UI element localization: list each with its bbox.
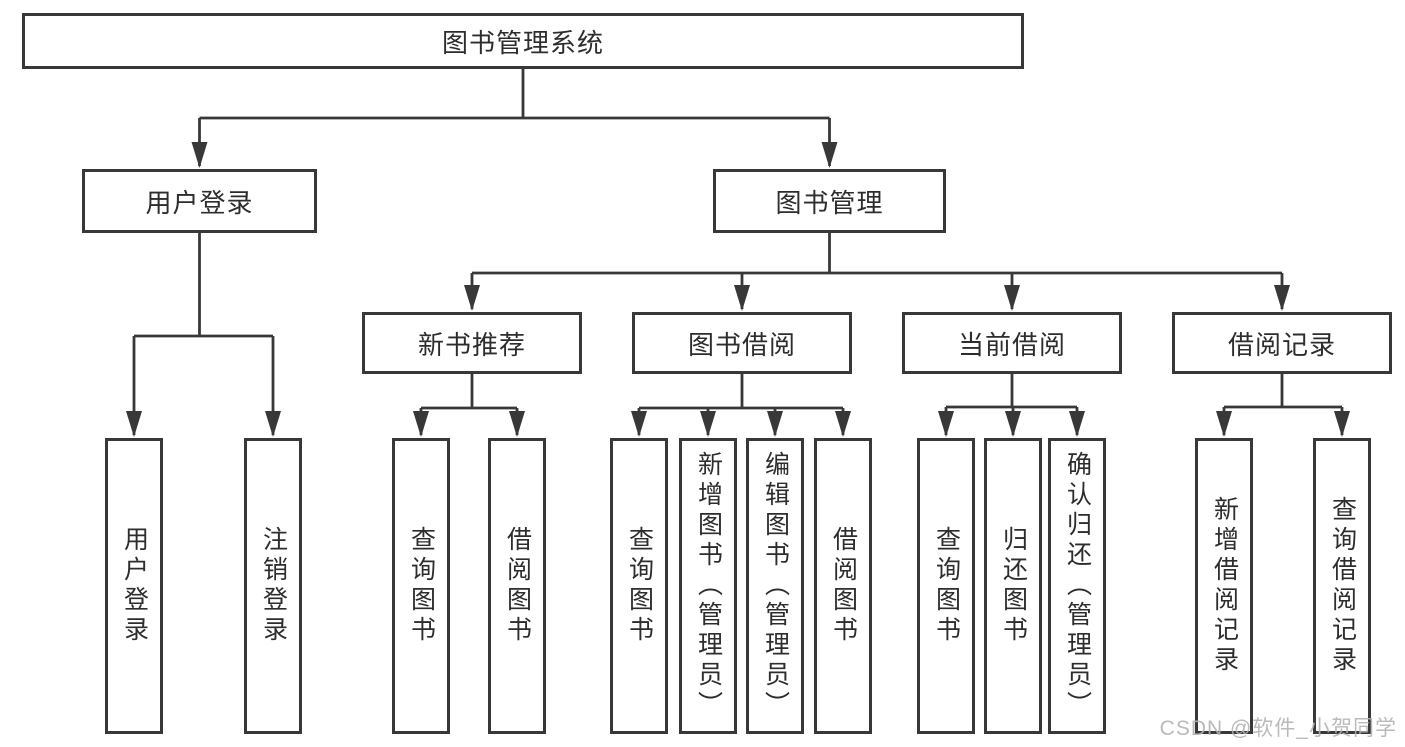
leaf-logout: 注销登录 [244, 438, 302, 734]
leaf-newbooks-borrow-label: 借阅图书 [503, 526, 532, 646]
arrowhead [631, 411, 647, 437]
leaf-borrow-add-admin-label: 新增图书（管理员） [694, 451, 723, 721]
leaf-newbooks-borrow: 借阅图书 [488, 438, 546, 734]
csdn-watermark: CSDN @软件_小贺同学 [1159, 717, 1397, 740]
connector-newbooks-to-leaves [419, 374, 519, 435]
leaf-borrow-query: 查询图书 [610, 438, 668, 734]
leaf-borrow-add-admin: 新增图书（管理员） [679, 438, 737, 734]
node-current-borrow: 当前借阅 [902, 312, 1122, 374]
leaf-current-query: 查询图书 [917, 438, 975, 734]
leaf-query-borrow-record: 查询借阅记录 [1313, 438, 1371, 734]
leaf-confirm-return-admin: 确认归还（管理员） [1048, 438, 1106, 734]
leaf-newbooks-query-label: 查询图书 [407, 526, 436, 646]
leaf-user-login: 用户登录 [105, 438, 163, 734]
leaf-query-borrow-record-label: 查询借阅记录 [1328, 496, 1357, 676]
arrowhead [938, 411, 954, 437]
arrowhead [1274, 285, 1290, 311]
node-borrow-records: 借阅记录 [1172, 312, 1392, 374]
connector-currentborrow-to-leaves [944, 374, 1079, 435]
leaf-return-book: 归还图书 [984, 438, 1042, 734]
connector-bookborrow-to-leaves [637, 374, 845, 435]
arrowhead [734, 285, 750, 311]
leaf-user-login-label: 用户登录 [120, 526, 149, 646]
leaf-borrow-query-label: 查询图书 [625, 526, 654, 646]
node-user-login-label: 用户登录 [145, 187, 254, 218]
connector-bookmgmt-to-level3 [470, 233, 1284, 309]
arrowhead [265, 411, 281, 437]
arrowhead [126, 411, 142, 437]
leaf-logout-label: 注销登录 [259, 526, 288, 646]
leaf-return-book-label: 归还图书 [999, 526, 1028, 646]
leaf-newbooks-query: 查询图书 [392, 438, 450, 734]
arrowhead [821, 142, 838, 168]
leaf-borrow-book: 借阅图书 [814, 438, 872, 734]
leaf-current-query-label: 查询图书 [932, 526, 961, 646]
leaf-borrow-book-label: 借阅图书 [829, 526, 858, 646]
node-book-management-label: 图书管理 [775, 187, 884, 218]
arrowhead [1005, 411, 1021, 437]
arrowhead [1216, 411, 1232, 437]
arrowhead [413, 411, 429, 437]
node-book-borrow-label: 图书借阅 [687, 329, 796, 360]
node-user-login: 用户登录 [82, 169, 317, 233]
node-root: 图书管理系统 [22, 13, 1024, 69]
node-new-book-recommend-label: 新书推荐 [417, 329, 526, 360]
arrowhead [835, 411, 851, 437]
node-borrow-records-label: 借阅记录 [1227, 329, 1336, 360]
arrowhead [464, 285, 480, 311]
connector-userlogin-to-leaves [132, 233, 275, 435]
arrowhead [700, 411, 716, 437]
arrowhead [767, 411, 783, 437]
leaf-add-borrow-record-label: 新增借阅记录 [1210, 496, 1239, 676]
arrowhead [1069, 411, 1085, 437]
arrowhead [191, 142, 208, 168]
leaf-confirm-return-admin-label: 确认归还（管理员） [1063, 451, 1092, 721]
node-new-book-recommend: 新书推荐 [362, 312, 582, 374]
node-current-borrow-label: 当前借阅 [957, 329, 1066, 360]
leaf-borrow-edit-admin: 编辑图书（管理员） [746, 438, 804, 734]
node-root-label: 图书管理系统 [441, 27, 604, 58]
arrowhead [1004, 285, 1020, 311]
arrowhead [509, 411, 525, 437]
leaf-borrow-edit-admin-label: 编辑图书（管理员） [761, 451, 790, 721]
node-book-management: 图书管理 [713, 169, 946, 233]
leaf-add-borrow-record: 新增借阅记录 [1195, 438, 1253, 734]
arrowhead [1334, 411, 1350, 437]
connector-root-to-level2 [198, 69, 831, 166]
node-book-borrow: 图书借阅 [632, 312, 852, 374]
connector-borrowrecords-to-leaves [1222, 374, 1344, 435]
